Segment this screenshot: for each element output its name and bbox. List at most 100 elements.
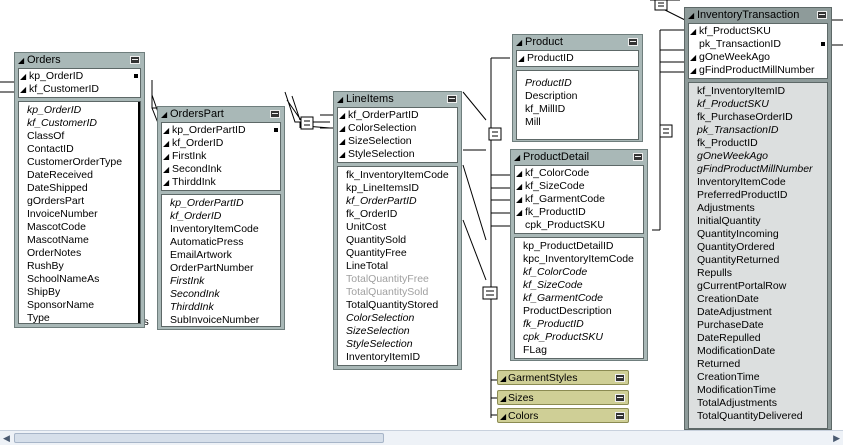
field-row[interactable]: kp_ProductDetailID xyxy=(523,240,614,252)
table-header[interactable]: ◢ Orders xyxy=(18,53,141,68)
scrollbar-thumb[interactable] xyxy=(14,433,384,443)
field-row[interactable]: SubInvoiceNumber xyxy=(170,314,260,326)
field-row[interactable]: kf_ColorCode xyxy=(523,266,588,278)
field-row[interactable]: UnitCost xyxy=(346,221,387,233)
field-row[interactable]: DateShipped xyxy=(27,182,88,194)
field-row[interactable]: SecondInk xyxy=(170,288,220,300)
field-row[interactable]: DateReceived xyxy=(27,169,93,181)
key-field[interactable]: ◢kf_GarmentCode xyxy=(516,193,605,205)
key-field[interactable]: ◢fk_ProductID xyxy=(516,206,586,218)
field-row[interactable]: QuantityIncoming xyxy=(697,228,779,240)
collapse-triangle-icon[interactable]: ◢ xyxy=(337,95,344,104)
field-row[interactable]: kp_OrderID xyxy=(27,104,82,116)
key-field[interactable]: ◢kf_OrderPartID xyxy=(339,109,419,121)
field-row[interactable]: Description xyxy=(525,90,578,102)
field-row[interactable]: gFindProductMillNumber xyxy=(697,163,813,175)
field-row[interactable]: CustomerOrderType xyxy=(27,156,123,168)
key-field[interactable]: ◢kf_CustomerID xyxy=(20,83,100,95)
table-sizes-collapsed[interactable]: ◢ Sizes xyxy=(497,390,629,405)
key-field[interactable]: ◢kp_OrderID xyxy=(19,70,140,83)
key-field[interactable]: ◢gOneWeekAgo xyxy=(690,51,771,63)
table-menu-icon[interactable] xyxy=(633,153,643,161)
collapse-triangle-icon[interactable]: ◢ xyxy=(18,56,25,65)
field-row[interactable]: gCurrentPortalRow xyxy=(697,280,787,292)
table-garment-styles-collapsed[interactable]: ◢ GarmentStyles xyxy=(497,370,629,385)
field-row[interactable]: Type xyxy=(27,312,50,324)
table-product-detail[interactable]: ◢ ProductDetail ◢kf_ColorCode ◢kf_SizeCo… xyxy=(510,149,648,361)
horizontal-scrollbar[interactable]: ◀ ▶ xyxy=(0,430,843,445)
field-row[interactable]: SchoolNameAs xyxy=(27,273,100,285)
field-row[interactable]: Adjustments xyxy=(697,202,755,214)
field-row[interactable]: fk_PurchaseOrderID xyxy=(697,111,793,123)
field-row[interactable]: TotalAdjustments xyxy=(697,397,777,409)
field-row[interactable]: OrderNotes xyxy=(27,247,82,259)
key-field[interactable]: ◢SecondInk xyxy=(163,163,222,175)
table-header[interactable]: ◢ OrdersPart xyxy=(161,107,281,122)
field-row[interactable]: PurchaseDate xyxy=(697,319,764,331)
field-row[interactable]: FLag xyxy=(523,344,547,356)
scroll-right-icon[interactable]: ▶ xyxy=(833,433,840,443)
field-row[interactable]: kp_LineItemsID xyxy=(346,182,419,194)
field-row[interactable]: Returned xyxy=(697,358,741,370)
field-row[interactable]: InitialQuantity xyxy=(697,215,761,227)
field-row[interactable]: ContactID xyxy=(27,143,74,155)
table-menu-icon[interactable] xyxy=(447,95,457,103)
key-field[interactable]: ◢kf_ProductSKU xyxy=(690,25,771,37)
collapse-triangle-icon[interactable]: ◢ xyxy=(514,153,521,162)
field-row[interactable]: TotalQuantitySold xyxy=(346,286,429,298)
field-row[interactable]: gOrdersPart xyxy=(27,195,85,207)
field-row[interactable]: Mill xyxy=(525,116,541,128)
field-row[interactable]: MascotCode xyxy=(27,221,86,233)
table-inventory-transaction[interactable]: ◢ InventoryTransaction ◢kf_ProductSKU pk… xyxy=(684,7,832,430)
scroll-left-icon[interactable]: ◀ xyxy=(3,433,10,443)
field-row[interactable]: InventoryItemID xyxy=(346,351,421,363)
table-line-items[interactable]: ◢ LineItems ◢kf_OrderPartID ◢ColorSelect… xyxy=(333,91,462,370)
field-row[interactable]: ThirddInk xyxy=(170,301,214,313)
collapse-triangle-icon[interactable]: ◢ xyxy=(516,38,523,47)
field-row[interactable]: OrderPartNumber xyxy=(170,262,254,274)
field-row[interactable]: CreationDate xyxy=(697,293,759,305)
field-row[interactable]: fk_ProductID xyxy=(523,318,584,330)
table-header[interactable]: ◢ LineItems xyxy=(337,92,458,107)
field-row[interactable]: TotalQuantityDelivered xyxy=(697,410,803,422)
scrollbar-indicator[interactable] xyxy=(138,102,140,323)
key-field[interactable]: ◢kf_ColorCode xyxy=(516,167,590,179)
field-row[interactable]: kpc_InventoryItemCode xyxy=(523,253,634,265)
field-row[interactable]: MascotName xyxy=(27,234,89,246)
field-row[interactable]: StyleSelection xyxy=(346,338,413,350)
table-header[interactable]: ◢ InventoryTransaction xyxy=(688,8,828,23)
key-field[interactable]: ◢ProductID xyxy=(518,52,574,64)
collapse-triangle-icon[interactable]: ◢ xyxy=(688,11,695,20)
expand-triangle-icon[interactable]: ◢ xyxy=(500,374,507,383)
field-row[interactable]: kf_GarmentCode xyxy=(523,292,603,304)
table-orders[interactable]: ◢ Orders ◢kp_OrderID ◢kf_CustomerID kp_O… xyxy=(14,52,145,328)
field-row[interactable]: EmailArtwork xyxy=(170,249,232,261)
field-row[interactable]: QuantityFree xyxy=(346,247,407,259)
table-product[interactable]: ◢ Product ◢ProductID ProductID Descripti… xyxy=(512,34,643,142)
field-row[interactable]: gOneWeekAgo xyxy=(697,150,769,162)
table-menu-icon[interactable] xyxy=(615,394,625,402)
field-row[interactable]: cpk_ProductSKU xyxy=(523,331,603,343)
table-header[interactable]: ◢ Product xyxy=(516,35,639,50)
key-field[interactable]: ◢kp_OrderPartID xyxy=(162,124,280,137)
field-row[interactable]: TotalQuantityStored xyxy=(346,299,439,311)
field-row[interactable]: InventoryItemCode xyxy=(697,176,786,188)
field-row[interactable]: QuantitySold xyxy=(346,234,407,246)
key-field[interactable]: ◢FirstInk xyxy=(163,150,207,162)
field-row[interactable]: SizeSelection xyxy=(346,325,410,337)
key-field[interactable]: ◢SizeSelection xyxy=(339,135,412,147)
table-colors-collapsed[interactable]: ◢ Colors xyxy=(497,408,629,423)
field-row[interactable]: InvoiceNumber xyxy=(27,208,98,220)
field-row[interactable]: AutomaticPress xyxy=(170,236,244,248)
key-field[interactable]: ◢gFindProductMillNumber xyxy=(690,64,815,76)
field-row[interactable]: RushBy xyxy=(27,260,64,272)
field-row[interactable]: ClassOf xyxy=(27,130,65,142)
key-field[interactable]: ◢kf_SizeCode xyxy=(516,180,585,192)
key-field[interactable]: ◢kf_OrderID xyxy=(163,137,224,149)
field-row[interactable]: kf_InventoryItemID xyxy=(697,85,786,97)
table-menu-icon[interactable] xyxy=(615,412,625,420)
field-row[interactable]: ProductDescription xyxy=(523,305,612,317)
field-row[interactable]: PreferredProductID xyxy=(697,189,788,201)
field-row[interactable]: kf_MillID xyxy=(525,103,566,115)
table-menu-icon[interactable] xyxy=(615,374,625,382)
